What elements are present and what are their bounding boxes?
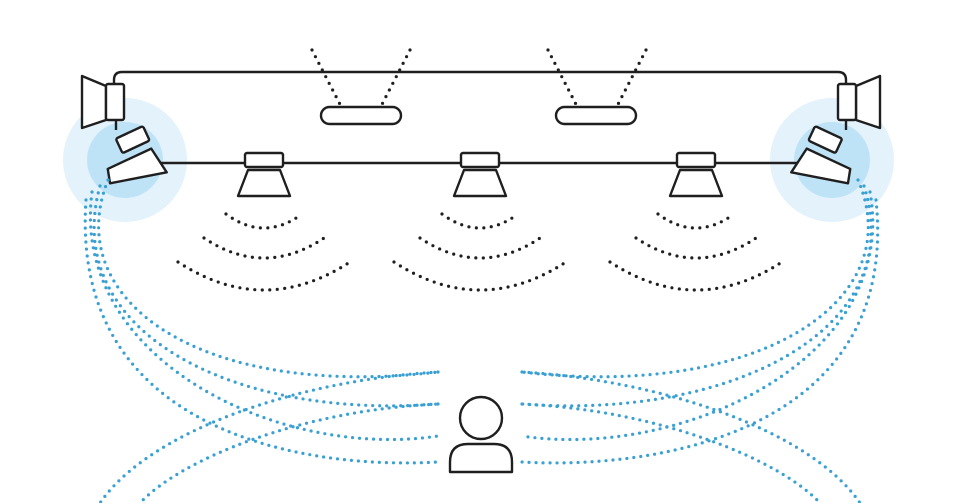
sound-wave-arc <box>440 212 520 230</box>
beam-path <box>520 178 870 379</box>
ceiling-speaker-icon <box>236 151 292 198</box>
sound-wave-arc <box>202 236 326 260</box>
beam-path <box>520 184 873 408</box>
beam-path <box>520 190 875 442</box>
speaker-icon <box>80 74 126 130</box>
ceiling-light-icon <box>554 105 638 126</box>
light-beam-right <box>546 48 648 116</box>
beam-path <box>520 402 822 503</box>
sound-wave-arc <box>224 212 304 230</box>
ceiling-light-icon <box>319 105 403 126</box>
person-icon <box>448 395 514 474</box>
beam-paths <box>83 178 880 503</box>
light-beam-left <box>310 48 412 116</box>
sound-wave-arc <box>176 260 352 292</box>
ceiling-speaker-icon <box>668 151 724 198</box>
beam-path <box>98 370 440 503</box>
sound-wave-arc <box>634 236 758 260</box>
sound-wave-arc <box>392 260 568 292</box>
beamforming-speaker-icon <box>790 125 852 185</box>
upper-rail <box>112 70 848 84</box>
sound-wave-arc <box>608 260 784 292</box>
beam-path <box>97 178 440 379</box>
speaker-icon <box>836 74 882 130</box>
beam-path <box>520 370 862 503</box>
beam-path <box>88 190 440 442</box>
ceiling-speaker-icon <box>452 151 508 198</box>
sound-waves <box>176 212 784 292</box>
beam-path <box>92 184 440 408</box>
sound-wave-arc <box>418 236 542 260</box>
beam-path <box>138 402 440 503</box>
beamforming-speaker-icon <box>106 125 168 185</box>
beam-path <box>83 198 440 465</box>
sound-wave-arc <box>656 212 736 230</box>
beam-path <box>520 198 880 465</box>
